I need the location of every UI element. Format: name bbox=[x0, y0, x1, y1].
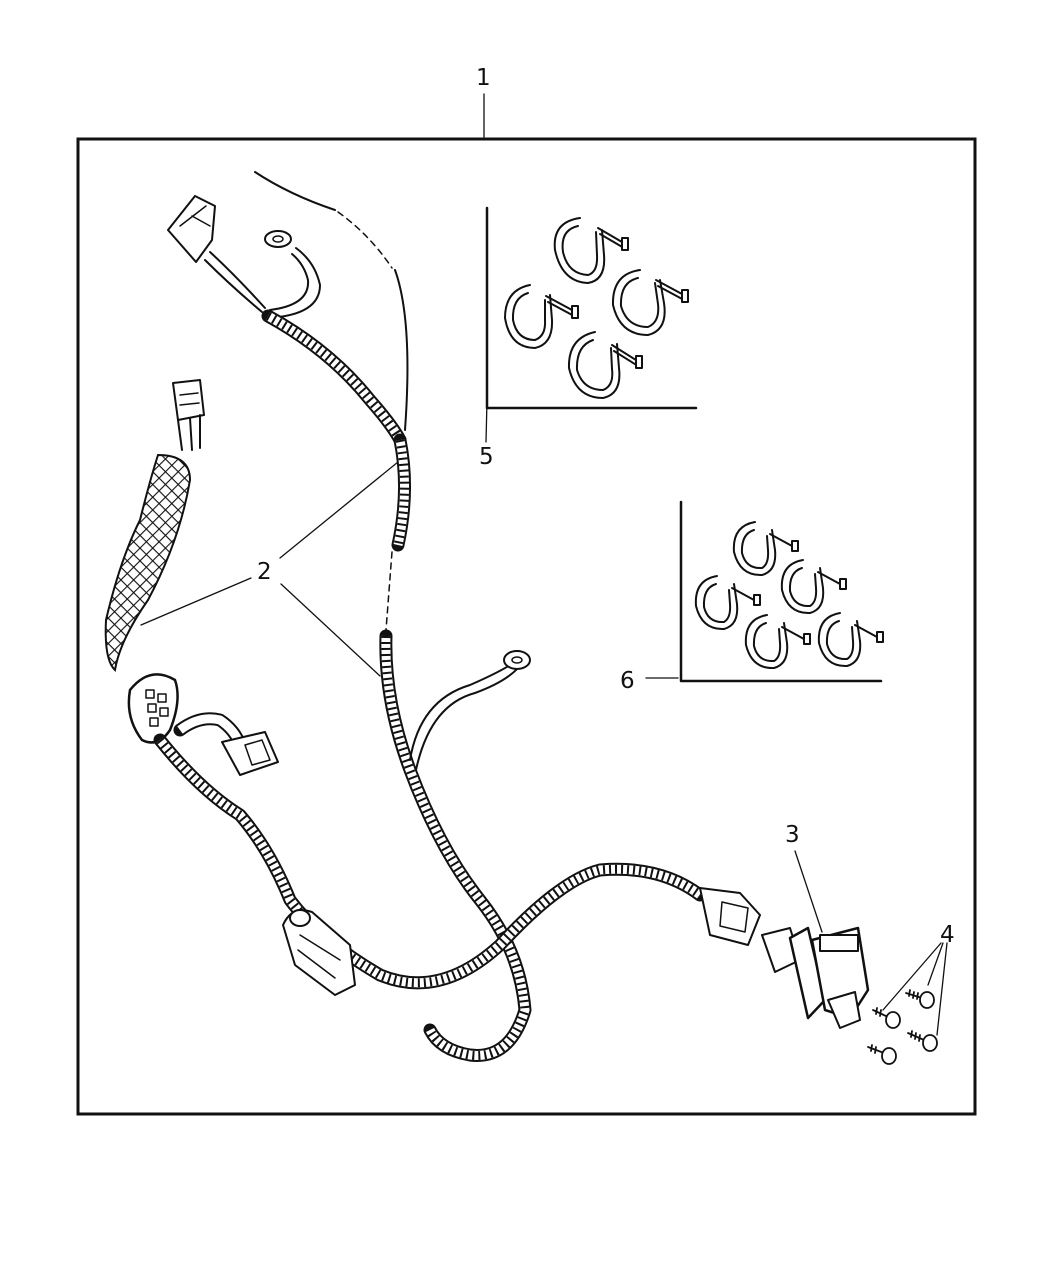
cable-tie bbox=[504, 284, 579, 349]
cable-tie bbox=[780, 559, 847, 615]
cable-tie bbox=[694, 575, 761, 631]
upper-connector bbox=[167, 195, 321, 319]
cable-tie bbox=[744, 614, 811, 670]
callout-5: 5 bbox=[479, 444, 494, 470]
wiring-harness bbox=[104, 171, 761, 1062]
lower-connector bbox=[282, 909, 356, 996]
callout-3: 3 bbox=[785, 822, 800, 848]
callout-1: 1 bbox=[476, 65, 491, 91]
cable-ties-5 bbox=[679, 500, 884, 683]
left-mesh-section bbox=[104, 379, 205, 744]
kit-frame bbox=[76, 137, 977, 1116]
cable-tie bbox=[817, 612, 884, 668]
screw-4 bbox=[867, 1044, 897, 1065]
cable-tie bbox=[553, 217, 629, 284]
cable-tie bbox=[732, 521, 799, 577]
callouts: 1 2 3 4 5 6 bbox=[257, 65, 955, 948]
callout-6: 6 bbox=[620, 668, 635, 694]
small-connector bbox=[221, 731, 279, 776]
screw-3 bbox=[907, 1030, 938, 1052]
screws bbox=[867, 989, 938, 1065]
callout-2: 2 bbox=[257, 559, 272, 585]
leader-lines bbox=[140, 93, 948, 1036]
screw-1 bbox=[905, 989, 935, 1009]
cable-tie bbox=[567, 331, 643, 399]
cable-ties-4 bbox=[485, 206, 698, 410]
trailer-connector-7-way bbox=[761, 926, 870, 1029]
right-inline-connector bbox=[699, 887, 761, 946]
cable-tie bbox=[611, 269, 689, 336]
callout-4: 4 bbox=[940, 922, 955, 948]
screw-2 bbox=[872, 1007, 901, 1029]
